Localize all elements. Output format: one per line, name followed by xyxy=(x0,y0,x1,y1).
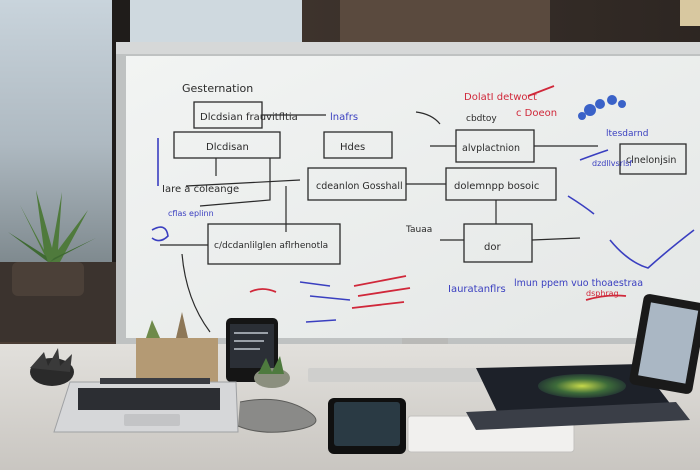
board-text-box-3: Hdes xyxy=(340,142,365,153)
curtain xyxy=(340,0,550,44)
board-text-box-5: c/dcdanlilglen aflrhenotla xyxy=(214,241,328,251)
board-text-blue-2: cflas eplinn xyxy=(168,209,214,218)
board-text-box-9: clnelonjsin xyxy=(626,155,676,166)
desk-succulent xyxy=(30,348,74,386)
board-text-gesternation: Gesternation xyxy=(182,82,253,95)
board-text-box-6: dor xyxy=(484,242,501,253)
board-text-box-4: cdeanlon Gosshall xyxy=(316,181,403,192)
board-text-box-7: alvplactnion xyxy=(462,143,520,154)
cables xyxy=(237,398,317,433)
board-text-box-1: Dlcdsian frauvitfltia xyxy=(200,112,298,123)
diagram-arrows xyxy=(160,111,598,333)
board-text-red-sub: c Doeon xyxy=(516,108,557,119)
board-text-blue-6: dzdllvsrlsf xyxy=(592,159,632,168)
potted-plant-left xyxy=(8,190,96,296)
board-text-blue-5: lmun ppem vuo thoaestraa xyxy=(514,278,643,289)
dark-laptop-right xyxy=(466,364,690,430)
lamp-corner xyxy=(680,0,700,26)
laptop-closed xyxy=(308,368,486,382)
tablet-upright xyxy=(629,294,700,394)
board-text-box-2: Dlcdisan xyxy=(206,142,249,153)
board-text-small: cbdtoy xyxy=(466,114,497,124)
window-left xyxy=(0,0,112,262)
laptop xyxy=(53,378,239,433)
board-text-red-note: dsphrag xyxy=(586,289,619,298)
whiteboard-top-rail xyxy=(116,42,700,54)
red-doodles xyxy=(249,85,627,309)
phone-flat xyxy=(328,398,406,454)
board-text-red-header: DolatI detwoct xyxy=(464,92,537,103)
wooden-planter xyxy=(136,312,218,382)
board-text-blue-3: ltesdarnd xyxy=(606,129,648,139)
blue-doodles xyxy=(151,138,695,323)
board-text-left-label: Iare a coleange xyxy=(162,184,239,195)
board-text-side-note: Tauaa xyxy=(405,225,432,235)
succulent-mini xyxy=(254,356,290,388)
board-text-blue-1: lnafrs xyxy=(330,112,358,123)
board-text-blue-4: Iauratanflrs xyxy=(448,284,506,295)
board-text-box-8: dolemnpp bosoic xyxy=(454,181,539,192)
window-center xyxy=(130,0,302,44)
blue-cluster xyxy=(578,95,626,120)
